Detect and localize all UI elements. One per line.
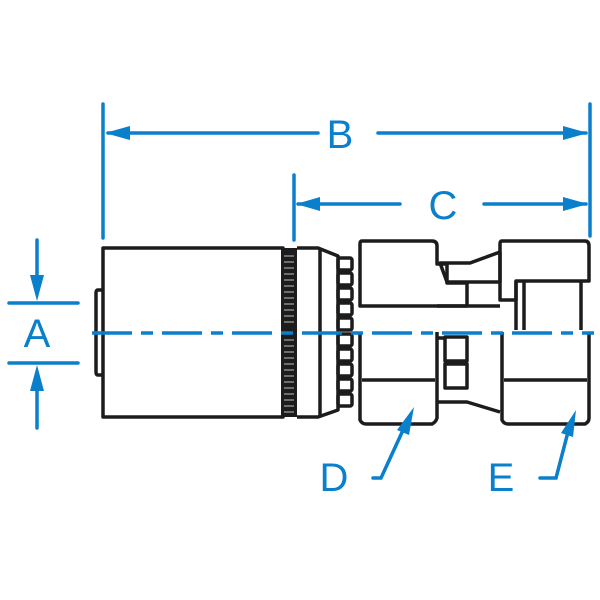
knurl-ticks bbox=[284, 255, 294, 413]
leader-d: D bbox=[320, 407, 414, 500]
nut-e-bore bbox=[514, 281, 583, 330]
nut-d bbox=[358, 332, 439, 426]
crimp-teeth bbox=[336, 256, 354, 408]
dimension-a: A bbox=[7, 238, 80, 430]
nut-section-upper bbox=[358, 239, 469, 308]
stem-section bbox=[438, 250, 502, 284]
nut-e bbox=[500, 332, 591, 426]
label-c: C bbox=[429, 184, 458, 228]
label-a: A bbox=[24, 312, 51, 356]
label-d: D bbox=[320, 456, 349, 500]
label-e: E bbox=[488, 456, 515, 500]
nut-e-section-upper bbox=[498, 239, 591, 302]
label-b: B bbox=[327, 113, 354, 157]
leader-e: E bbox=[488, 410, 576, 500]
dimension-b: B bbox=[101, 102, 592, 240]
stem-hex bbox=[437, 335, 501, 414]
dimension-c: C bbox=[292, 173, 588, 242]
